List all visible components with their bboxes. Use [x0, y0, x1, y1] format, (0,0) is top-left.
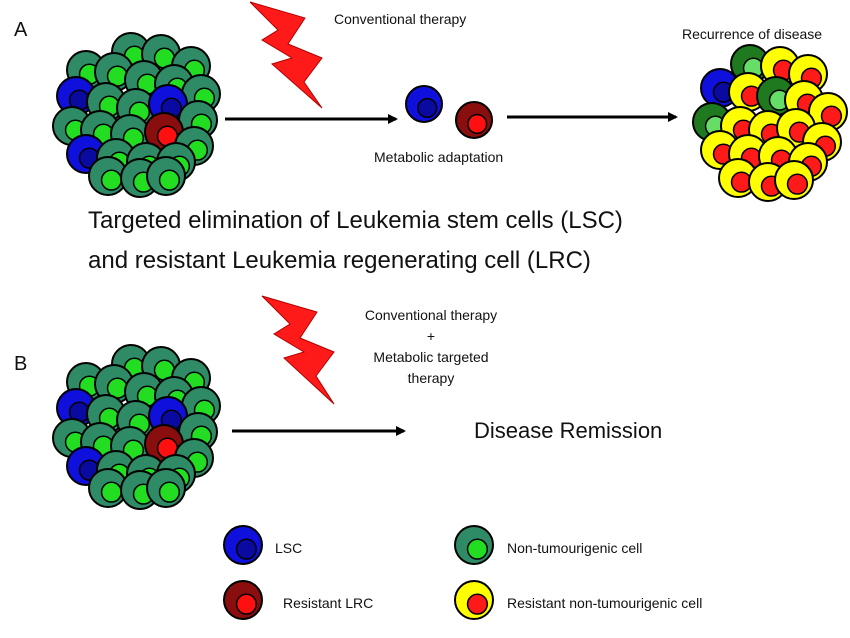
recurrence-label: Recurrence of disease [682, 26, 822, 42]
legend-resistant-non-tumourigenic-label: Resistant non-tumourigenic cell [507, 595, 702, 611]
resistant-lrc-cell [223, 580, 263, 620]
panel-a-label: A [14, 19, 28, 41]
non-tumourigenic-cell [94, 364, 134, 404]
legend-lsc-icon [223, 525, 263, 565]
non-tumourigenic-cell [88, 156, 128, 196]
non-tumourigenic-cell [454, 525, 494, 565]
surviving-cells [405, 85, 493, 139]
resistant-non-tumourigenic-cell [774, 160, 814, 200]
legend-resistant-lrc-label: Resistant LRC [283, 595, 373, 611]
resistant-non-tumourigenic-cell [454, 580, 494, 620]
therapy-b-line-2: + [427, 328, 435, 344]
resistant-lrc-cell [455, 101, 493, 139]
therapy-b-line-4: therapy [408, 370, 455, 386]
tumour-cluster-b [52, 344, 221, 510]
resistant-lrc-cell [144, 424, 184, 464]
lightning-bolt-icon [249, 1, 323, 109]
tumour-cluster-a [52, 32, 221, 198]
panel-b-label: B [14, 353, 27, 375]
lsc-cell [56, 76, 96, 116]
non-tumourigenic-cell [146, 156, 186, 196]
conventional-therapy-label: Conventional therapy [334, 11, 466, 27]
resistant-non-tumourigenic-cell [808, 92, 848, 132]
therapy-b-line-1: Conventional therapy [365, 307, 497, 323]
legend-non-tumourigenic-icon [454, 525, 494, 565]
legend-resistant-lrc-icon [223, 580, 263, 620]
legend-lsc-label: LSC [275, 540, 302, 556]
non-tumourigenic-cell [88, 468, 128, 508]
metabolic-adaptation-label: Metabolic adaptation [374, 149, 503, 165]
legend: LSC Non-tumourigenic cell Resistant LRC … [223, 525, 702, 620]
resistant-non-tumourigenic-cell [718, 158, 758, 198]
headline-line-1: Targeted elimination of Leukemia stem ce… [88, 207, 623, 234]
disease-remission-label: Disease Remission [474, 418, 662, 443]
lightning-bolt-icon [261, 295, 335, 405]
lsc-cell [405, 85, 443, 123]
therapy-b-line-3: Metabolic targeted [373, 349, 488, 365]
non-tumourigenic-cell [146, 468, 186, 508]
recurrence-cluster [692, 44, 848, 202]
headline-line-2: and resistant Leukemia regenerating cell… [88, 247, 591, 274]
lsc-cell [148, 396, 188, 436]
lsc-cell [223, 525, 263, 565]
legend-non-tumourigenic-label: Non-tumourigenic cell [507, 540, 642, 556]
legend-resistant-non-tumourigenic-icon [454, 580, 494, 620]
